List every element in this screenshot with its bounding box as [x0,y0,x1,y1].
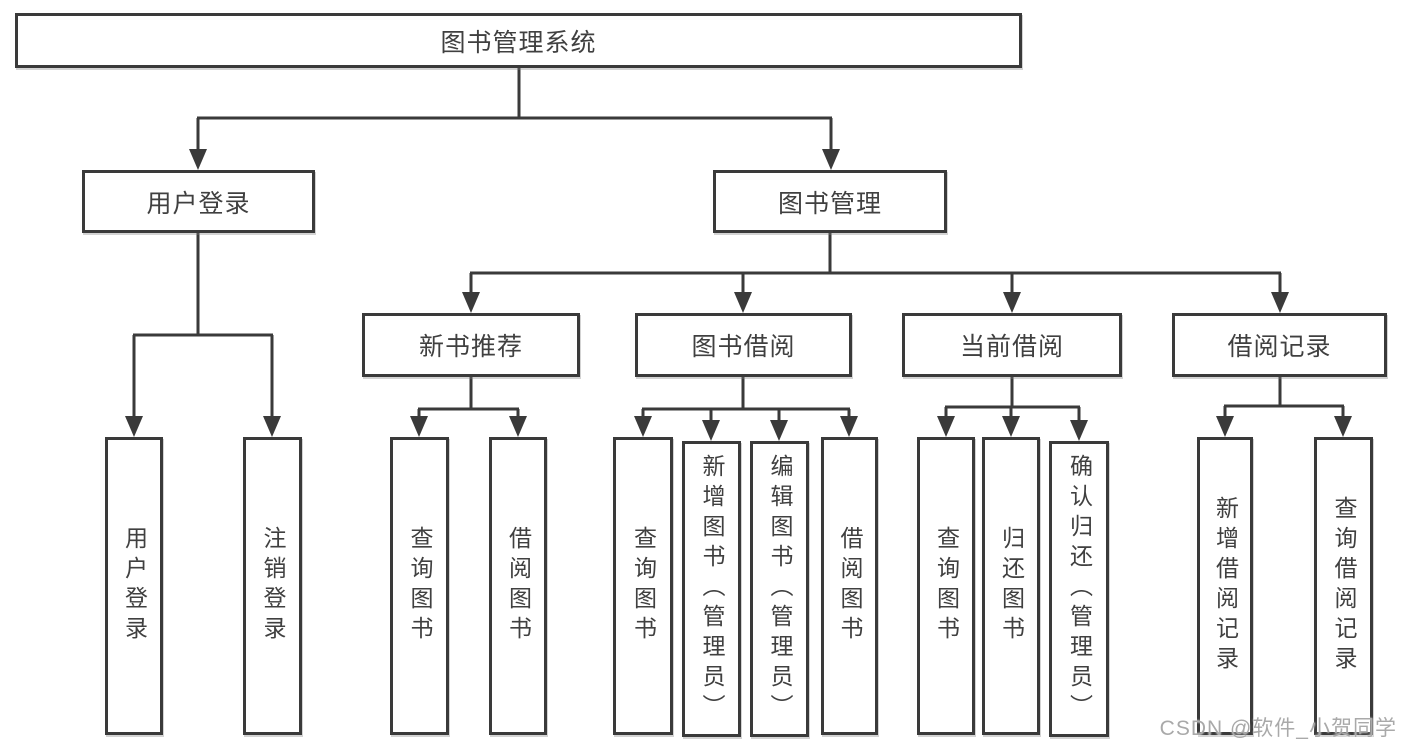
node-book-management-label: 图书管理 [777,189,882,218]
leaf-add-book-admin: 新增图书（管理员） [682,441,741,737]
node-current-borrow-label: 当前借阅 [959,333,1064,361]
leaf-borrow-query-book-label: 查询图书 [630,526,657,646]
leaf-recommend-query-book-label: 查询图书 [407,526,433,646]
node-user-login: 用户登录 [82,170,315,233]
node-borrow-records-label: 借阅记录 [1227,333,1332,361]
leaf-edit-book-admin-label: 编辑图书（管理员） [767,454,793,724]
leaf-query-borrow-record-label: 查询借阅记录 [1331,496,1357,676]
leaf-current-query-book: 查询图书 [917,437,975,735]
csdn-watermark: CSDN @软件_小贺同学 [1159,717,1397,740]
leaf-logout: 注销登录 [243,437,302,735]
node-new-book-recommend: 新书推荐 [362,313,580,377]
leaf-recommend-query-book: 查询图书 [390,437,449,735]
leaf-logout-label: 注销登录 [260,526,286,646]
leaf-borrow-book: 借阅图书 [821,437,878,735]
leaf-return-book: 归还图书 [982,437,1040,735]
leaf-query-borrow-record: 查询借阅记录 [1314,437,1373,735]
leaf-edit-book-admin: 编辑图书（管理员） [750,441,809,737]
leaf-borrow-book-label: 借阅图书 [837,526,863,646]
leaf-user-login: 用户登录 [105,437,163,735]
node-book-borrow: 图书借阅 [635,313,852,377]
leaf-user-login-label: 用户登录 [121,526,148,646]
leaf-current-query-book-label: 查询图书 [933,526,960,646]
node-current-borrow: 当前借阅 [902,313,1122,377]
node-book-borrow-label: 图书借阅 [691,333,796,361]
leaf-confirm-return-admin: 确认归还（管理员） [1049,441,1109,737]
arrowheads [125,149,1352,441]
node-root-label: 图书管理系统 [440,28,597,57]
leaf-recommend-borrow-book: 借阅图书 [489,437,547,735]
leaf-add-book-admin-label: 新增图书（管理员） [699,454,725,724]
node-root-library-system: 图书管理系统 [15,13,1022,68]
node-new-book-recommend-label: 新书推荐 [418,333,523,361]
leaf-add-borrow-record-label: 新增借阅记录 [1212,496,1239,676]
leaf-add-borrow-record: 新增借阅记录 [1197,437,1253,735]
node-borrow-records: 借阅记录 [1172,313,1387,377]
leaf-recommend-borrow-book-label: 借阅图书 [505,526,532,646]
leaf-confirm-return-admin-label: 确认归还（管理员） [1066,454,1093,724]
node-book-management: 图书管理 [713,170,947,233]
leaf-borrow-query-book: 查询图书 [613,437,673,735]
leaf-return-book-label: 归还图书 [998,526,1025,646]
node-user-login-label: 用户登录 [146,189,251,218]
